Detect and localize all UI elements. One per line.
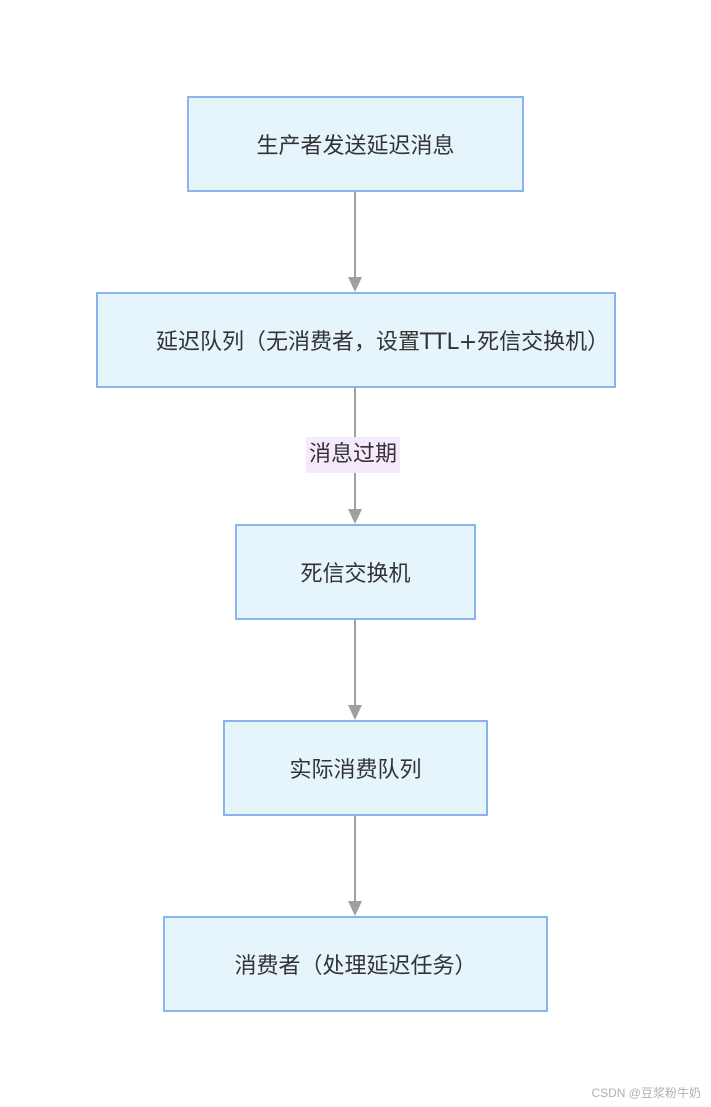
node-delay-queue-label: 延迟队列（无消费者，设置TTL+死信交换机） xyxy=(156,330,610,355)
watermark: CSDN @豆浆粉牛奶 xyxy=(591,1086,701,1100)
arrowhead-delay-queue xyxy=(348,277,362,292)
node-dlx-label: 死信交换机 xyxy=(300,562,411,587)
node-consumer-label: 消费者（处理延迟任务） xyxy=(234,954,477,979)
arrowhead-real-queue xyxy=(348,705,362,720)
node-dlx: 死信交换机 xyxy=(235,524,476,620)
arrowhead-dlx xyxy=(348,509,362,524)
node-producer: 生产者发送延迟消息 xyxy=(187,96,524,192)
node-producer-label: 生产者发送延迟消息 xyxy=(256,134,455,159)
node-consumer: 消费者（处理延迟任务） xyxy=(163,916,548,1012)
node-real-queue: 实际消费队列 xyxy=(223,720,488,816)
arrowhead-consumer xyxy=(348,901,362,916)
node-delay-queue: 延迟队列（无消费者，设置TTL+死信交换机） xyxy=(96,292,616,388)
edge-label-message-expired: 消息过期 xyxy=(306,437,401,473)
node-real-queue-label: 实际消费队列 xyxy=(289,758,422,783)
